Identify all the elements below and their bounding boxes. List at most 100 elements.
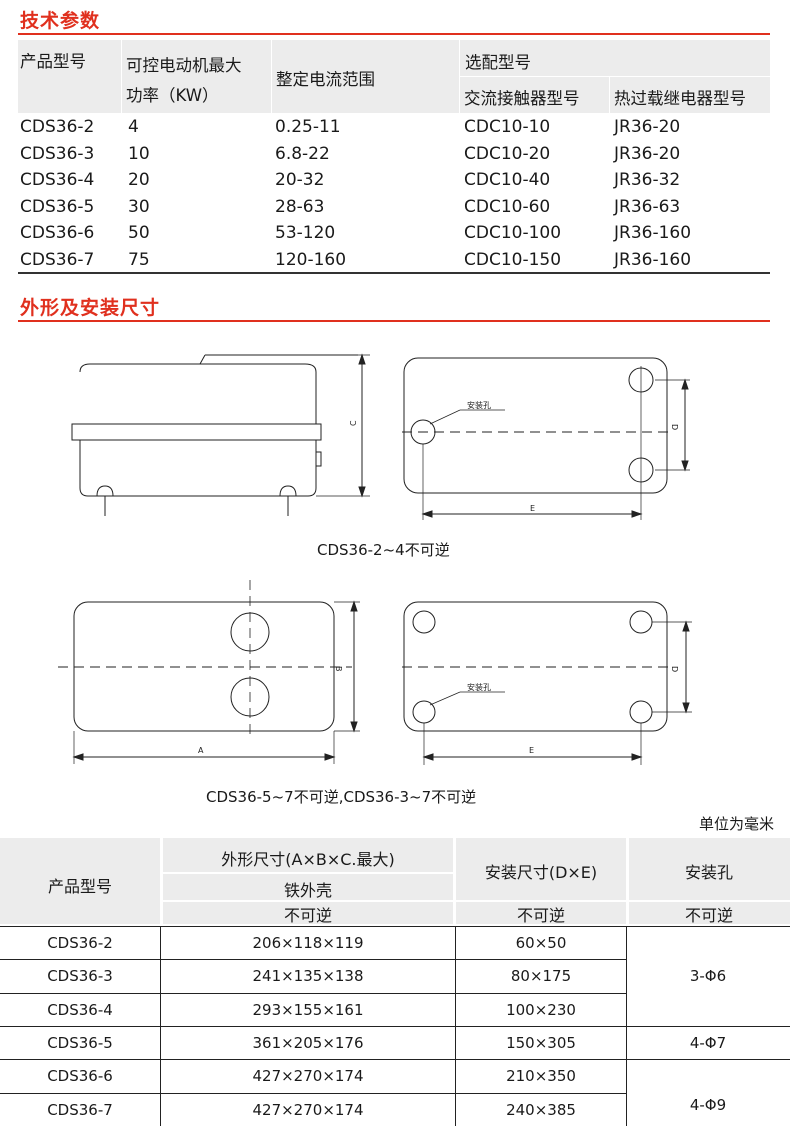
row-rule <box>0 959 626 961</box>
header-model: 产品型号 <box>47 877 113 896</box>
header-irreversible-1: 不可逆 <box>283 906 333 925</box>
table-row: CDS36-2 4 0.25-11 CDC10-10 JR36-20 <box>18 115 770 142</box>
hole-label-2: 安装孔 <box>467 682 491 692</box>
cell-relay: JR36-32 <box>614 170 681 191</box>
header-relay: 热过载继电器型号 <box>614 89 746 108</box>
header-match: 选配型号 <box>465 53 531 72</box>
cell-power: 4 <box>128 117 139 137</box>
dim-label-e2: E <box>529 746 534 755</box>
column-rule <box>626 926 627 1126</box>
header-cell-model <box>0 838 160 924</box>
cell-relay: JR36-20 <box>614 143 681 164</box>
drawing-caption-2: CDS36-5~7不可逆,CDS36-3~7不可逆 <box>206 788 477 806</box>
header-shell: 铁外壳 <box>283 881 333 900</box>
header-contactor: 交流接触器型号 <box>464 89 580 108</box>
cell-mount: 60×50 <box>515 934 567 952</box>
cell-power: 75 <box>128 250 150 270</box>
header-irreversible-2: 不可逆 <box>516 906 566 925</box>
table-row: CDS36-6 50 53-120 CDC10-100 JR36-160 <box>18 221 770 248</box>
header-irreversible-3: 不可逆 <box>684 906 734 925</box>
table-bottom-rule <box>18 272 770 274</box>
header-power-line2: 功率（KW） <box>126 86 219 105</box>
header-power-line1: 可控电动机最大 <box>126 56 242 75</box>
cell-model: CDS36-5 <box>20 196 95 217</box>
cell-model: CDS36-7 <box>47 1100 113 1119</box>
drawing-caption-1: CDS36-2~4不可逆 <box>317 541 450 559</box>
cell-model: CDS36-4 <box>47 1000 113 1019</box>
cell-model: CDS36-6 <box>47 1067 113 1086</box>
cell-relay: JR36-63 <box>614 196 681 217</box>
cell-model: CDS36-6 <box>20 223 95 244</box>
dim-label-a: A <box>198 746 204 755</box>
cell-mount: 150×305 <box>506 1033 576 1052</box>
hole-label-1: 安装孔 <box>467 400 491 410</box>
header-divider <box>609 76 610 113</box>
header-cell-dims <box>163 838 453 872</box>
cell-current: 53-120 <box>275 223 336 244</box>
cell-model: CDS36-2 <box>20 117 95 137</box>
cell-relay: JR36-20 <box>614 117 681 137</box>
header-holes: 安装孔 <box>684 863 734 882</box>
cell-model: CDS36-3 <box>20 143 95 164</box>
cell-power: 10 <box>128 143 150 164</box>
cell-dims: 206×118×119 <box>252 934 364 952</box>
cell-holes: 4-Φ7 <box>689 1033 727 1052</box>
cell-holes: 3-Φ6 <box>689 966 727 985</box>
cell-mount: 100×230 <box>506 1000 576 1019</box>
header-mount: 安装尺寸(D×E) <box>484 863 598 882</box>
dimensions-table: 产品型号 外形尺寸(A×B×C.最大) 铁外壳 不可逆 安装尺寸(D×E) 不可… <box>0 838 790 1126</box>
header-model: 产品型号 <box>20 52 86 71</box>
cell-contactor: CDC10-10 <box>464 117 551 137</box>
cell-model: CDS36-7 <box>20 250 95 270</box>
cell-current: 0.25-11 <box>275 117 341 137</box>
header-dims: 外形尺寸(A×B×C.最大) <box>221 850 395 869</box>
cell-mount: 80×175 <box>510 967 572 986</box>
cell-dims: 293×155×161 <box>252 1000 364 1019</box>
cell-model: CDS36-5 <box>47 1033 113 1052</box>
tech-params-table: 产品型号 可控电动机最大 功率（KW） 整定电流范围 选配型号 交流接触器型号 … <box>18 40 770 274</box>
row-rule <box>0 992 626 994</box>
cell-contactor: CDC10-40 <box>464 170 551 191</box>
cell-current: 120-160 <box>275 250 347 270</box>
column-rule <box>455 926 456 1126</box>
cell-contactor: CDC10-150 <box>464 250 562 270</box>
side-view-drawing <box>71 353 370 516</box>
section-rule <box>18 320 770 322</box>
cell-mount: 240×385 <box>506 1100 576 1119</box>
header-cell-irrev-2 <box>456 902 626 924</box>
dim-label-b: B <box>334 666 343 672</box>
unit-note: 单位为毫米 <box>698 815 774 833</box>
cell-dims: 241×135×138 <box>252 967 364 986</box>
cell-relay: JR36-160 <box>614 223 692 244</box>
table-rule <box>0 926 790 927</box>
cell-current: 28-63 <box>275 196 325 217</box>
section-title-dimensions: 外形及安装尺寸 <box>20 297 161 319</box>
cell-model: CDS36-2 <box>47 934 113 952</box>
dimension-drawings: 安装孔 安装孔 C D E A B E D <box>58 353 692 765</box>
cell-current: 20-32 <box>275 170 325 191</box>
header-divider <box>121 40 122 113</box>
section-title-tech-params: 技术参数 <box>20 10 101 32</box>
mounting-view-drawing <box>402 601 692 765</box>
cell-dims: 361×205×176 <box>252 1033 364 1052</box>
cell-dims: 427×270×174 <box>252 1100 364 1119</box>
cell-power: 30 <box>128 196 150 217</box>
cell-model: CDS36-4 <box>20 170 95 191</box>
header-cell-irrev-3 <box>629 902 790 924</box>
cell-model: CDS36-3 <box>47 967 113 986</box>
top-view-drawing <box>402 357 690 520</box>
header-divider <box>459 76 770 77</box>
header-cell-irrev-1 <box>163 902 453 924</box>
cell-contactor: CDC10-100 <box>464 223 562 244</box>
cell-mount: 210×350 <box>506 1067 576 1086</box>
cell-holes: 4-Φ9 <box>689 1095 727 1114</box>
row-rule <box>0 1025 626 1027</box>
section-rule <box>18 33 770 35</box>
cell-power: 50 <box>128 223 150 244</box>
header-cell-holes <box>629 838 790 900</box>
row-rule <box>0 1059 626 1061</box>
